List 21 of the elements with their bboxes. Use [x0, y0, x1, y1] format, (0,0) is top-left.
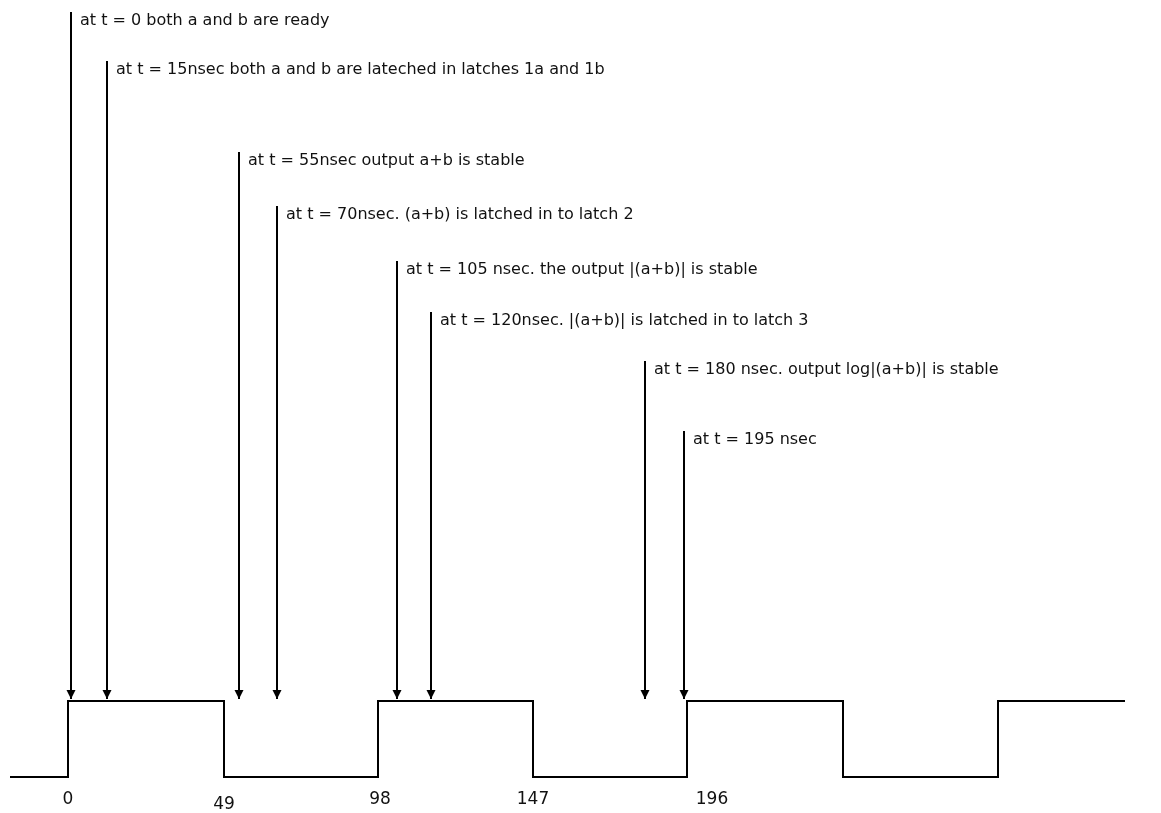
tick-label: 147 [516, 788, 550, 808]
arrow [679, 430, 689, 700]
tick-label: 49 [213, 793, 235, 813]
tick-label: 98 [369, 788, 391, 808]
arrow [426, 311, 436, 700]
arrow [392, 260, 402, 700]
arrow [66, 11, 76, 700]
annotation-text: at t = 105 nsec. the output |(a+b)| is stable [406, 259, 758, 278]
arrow [234, 151, 244, 700]
arrow [272, 205, 282, 700]
tick-label: 0 [62, 788, 74, 808]
arrow [102, 60, 112, 700]
annotation-text: at t = 55nsec output a+b is stable [248, 150, 525, 169]
annotation-text: at t = 180 nsec. output log|(a+b)| is stable [654, 359, 999, 378]
tick-label: 196 [695, 788, 729, 808]
annotation-text: at t = 120nsec. |(a+b)| is latched in to latch 3 [440, 310, 809, 329]
annotation-text: at t = 195 nsec [693, 429, 817, 448]
annotation-text: at t = 15nsec both a and b are lateched in latches 1a and 1b [116, 59, 605, 78]
annotation-text: at t = 70nsec. (a+b) is latched in to latch 2 [286, 204, 634, 223]
arrow [640, 360, 650, 700]
annotation-text: at t = 0 both a and b are ready [80, 10, 330, 29]
